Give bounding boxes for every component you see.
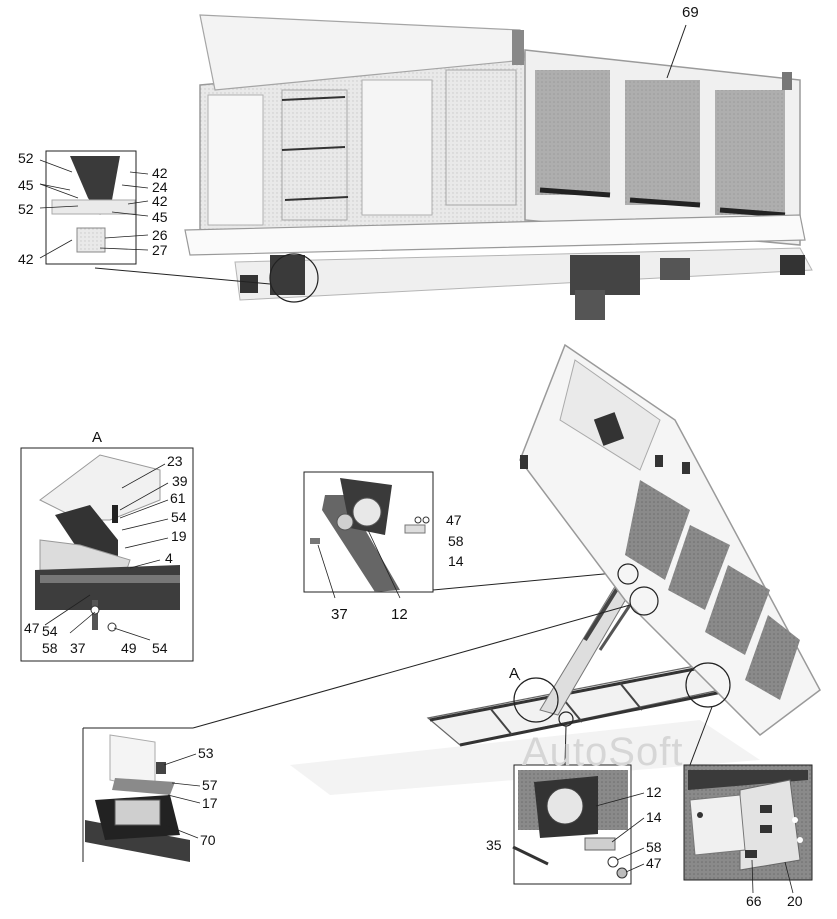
dump-body-tipped-view [192, 343, 821, 795]
callout-69: 69 [682, 4, 699, 21]
detail-a-label-54c: 54 [152, 640, 168, 656]
inset-bottom-left-label-17: 17 [202, 795, 218, 811]
inset-bottom-center [512, 764, 645, 885]
inset-top-left-label-52a: 52 [18, 150, 34, 166]
inset-top-left-label-45a: 45 [18, 177, 34, 193]
tipped-view-callout-a: A [509, 665, 519, 682]
inset-bottom-right-label-20: 20 [787, 893, 803, 909]
inset-top-left-label-45b: 45 [152, 209, 168, 225]
detail-callout-circle [269, 253, 319, 303]
dump-body-main-view [94, 14, 813, 320]
inset-bottom-left-label-57: 57 [202, 777, 218, 793]
inset-center-label-58: 58 [448, 533, 464, 549]
inset-top-left-label-42a: 42 [152, 165, 168, 181]
inset-bottom-right [683, 764, 813, 894]
detail-a-box [20, 447, 194, 662]
detail-a-label-39: 39 [172, 473, 188, 489]
detail-a-label-58: 58 [42, 640, 58, 656]
inset-center [303, 471, 626, 599]
inset-center-label-14: 14 [448, 553, 464, 569]
detail-a-label-19: 19 [171, 528, 187, 544]
inset-bottom-center-label-12: 12 [646, 784, 662, 800]
detail-a-label-47: 47 [24, 620, 40, 636]
callout-circle-a [513, 677, 559, 723]
inset-bottom-left-label-53: 53 [198, 745, 214, 761]
inset-bottom-center-label-47: 47 [646, 855, 662, 871]
detail-a-label-37: 37 [70, 640, 86, 656]
watermark: AutoSoft [522, 730, 683, 774]
inset-center-label-37: 37 [331, 606, 348, 623]
detail-a-label-54a: 54 [171, 509, 187, 525]
detail-a-title: A [92, 429, 102, 446]
inset-top-left-label-42d: 42 [18, 251, 34, 267]
inset-bottom-left-label-70: 70 [200, 832, 216, 848]
detail-a-label-54b: 54 [42, 623, 58, 639]
inset-center-label-47: 47 [446, 512, 462, 528]
inset-bottom-center-label-58: 58 [646, 839, 662, 855]
inset-top-left-label-24: 24 [152, 179, 168, 195]
callout-circle-mid [629, 586, 659, 616]
detail-a-label-23: 23 [167, 453, 183, 469]
detail-a-label-49: 49 [121, 640, 137, 656]
inset-top-left-label-27: 27 [152, 242, 168, 258]
inset-top-left-label-26: 26 [152, 227, 168, 243]
inset-bottom-center-label-35: 35 [486, 837, 502, 853]
detail-a-label-61: 61 [170, 490, 186, 506]
inset-top-left [39, 150, 149, 265]
callout-circle-upper [617, 563, 639, 585]
inset-bottom-left [82, 727, 201, 862]
inset-top-left-label-42b: 42 [152, 193, 168, 209]
callout-circle-hinge [685, 662, 731, 708]
inset-center-label-12: 12 [391, 606, 408, 623]
inset-bottom-center-label-14: 14 [646, 809, 662, 825]
inset-top-left-label-52b: 52 [18, 201, 34, 217]
detail-a-label-4: 4 [165, 550, 173, 566]
inset-bottom-right-label-66: 66 [746, 893, 762, 909]
